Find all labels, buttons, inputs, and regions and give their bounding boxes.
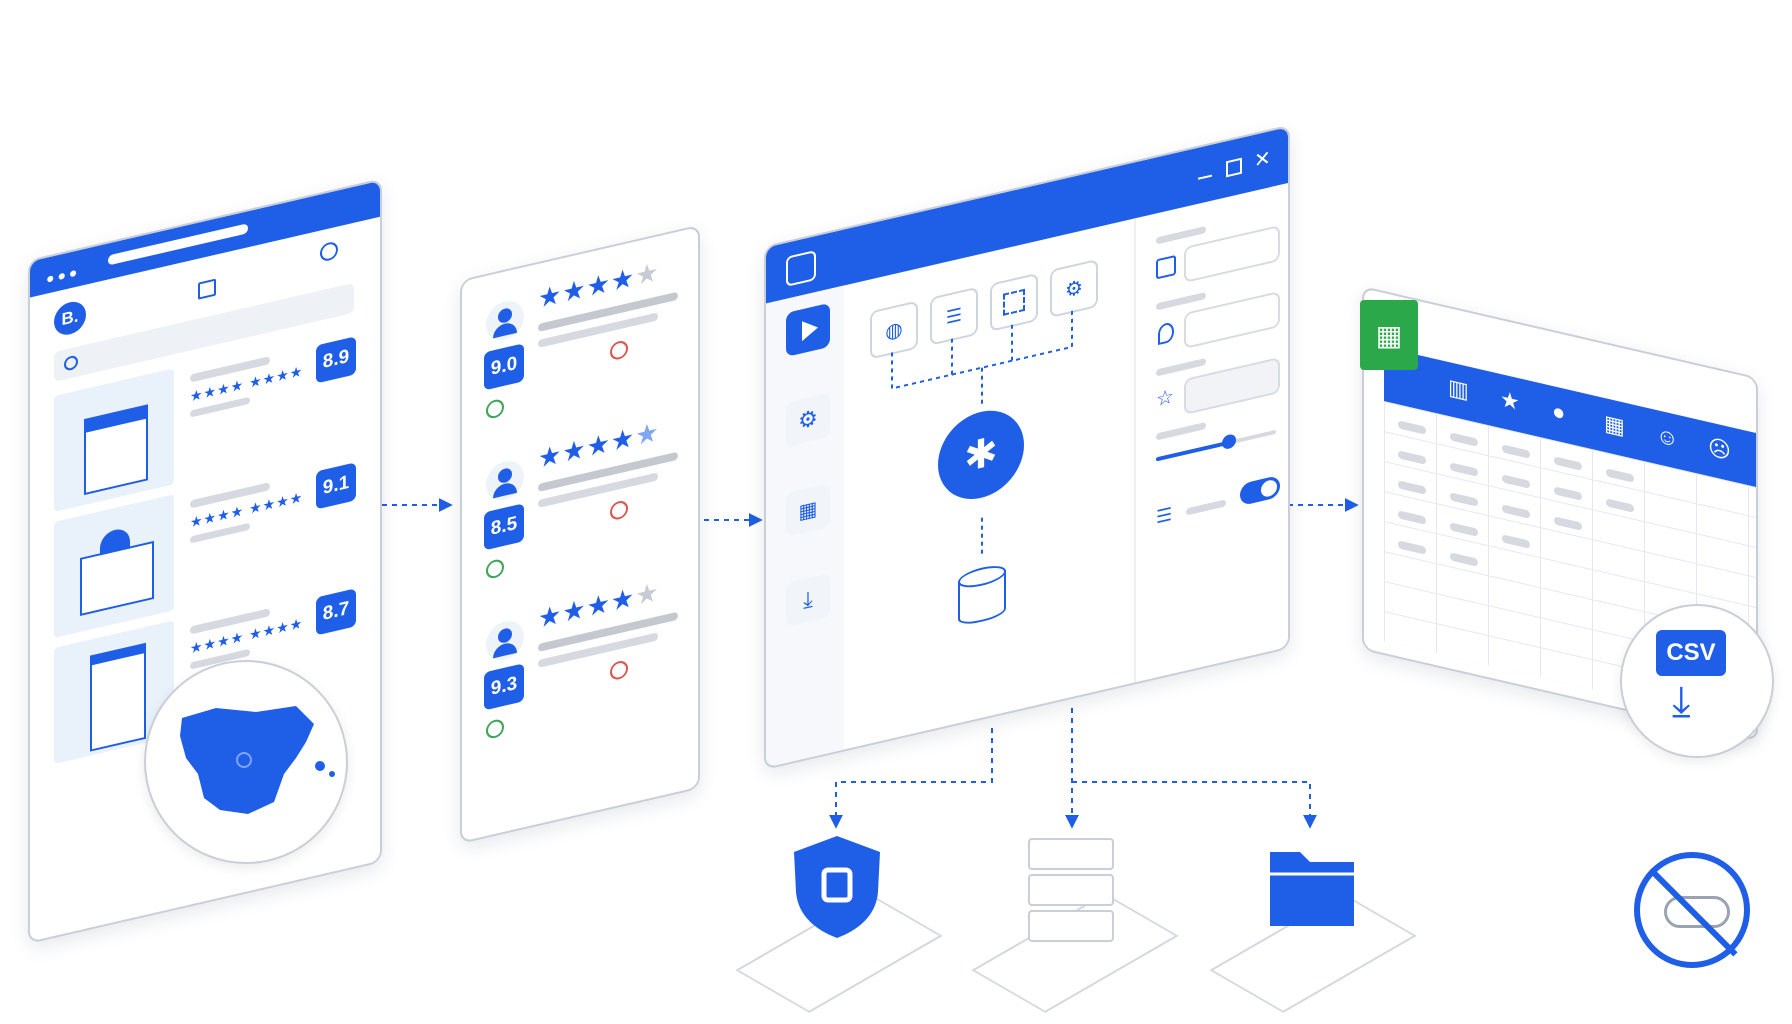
frown-icon [610,659,628,682]
tool-connectors [891,310,1073,558]
shield-icon [794,836,880,938]
reviewer-avatar [486,297,524,344]
smile-icon [486,397,504,420]
smile-icon [486,557,504,580]
download-icon: ⤓ [1672,677,1691,724]
server-destination [971,830,1179,1013]
arrow-to-shield [829,728,993,829]
hotel-score: 9.1 [316,462,356,510]
sheets-app-icon: ▦ [1360,300,1418,370]
arrow-to-folder [1072,781,1317,829]
building-icon: ▥ [1448,373,1469,404]
scraper-app-window: ✕ ⚙ ▦ ⤓ ◍ ☰ ⚙ ✱ ☆ ☰ [764,124,1290,770]
user-icon[interactable] [320,240,338,263]
review-score: 9.3 [484,663,524,711]
cloud-off-icon [1634,852,1750,968]
reviewer-avatar [486,617,524,664]
frown-icon [610,339,628,362]
search-icon [64,354,78,372]
database-icon [958,562,1006,633]
list-icon: ☰ [1156,503,1173,528]
hotel-image-1 [54,368,174,512]
calendar-icon[interactable] [198,278,216,300]
reviews-panel: ★★★★★ 9.0 ★★★★★ 8.5 ★★★★★ 9.3 [460,224,700,845]
smile-icon [486,717,504,740]
spain-map-lens [144,660,348,864]
hotel-image-2 [54,494,174,638]
review-score: 8.5 [484,503,524,551]
user-icon: ● [1552,397,1566,426]
settings-divider [1134,218,1136,689]
frown-icon [610,499,628,522]
reviewer-avatar [486,457,524,504]
review-score: 9.0 [484,343,524,391]
shield-destination [735,830,943,1013]
spain-map-icon [180,706,335,814]
server-icon [1028,838,1114,942]
csv-export-lens[interactable]: CSV ⤓ [1620,604,1774,758]
browser-logo[interactable]: B. [54,298,86,338]
csv-label: CSV [1656,630,1726,676]
star-icon: ☆ [1156,385,1174,412]
folder-destination [1209,830,1417,1013]
smile-icon: ☺ [1656,421,1679,453]
folder-icon [1270,852,1354,926]
hotel-score: 8.7 [316,588,356,636]
frown-icon: ☹ [1708,433,1731,465]
star-icon: ★ [1500,385,1520,416]
calendar-icon: ▦ [1604,409,1625,440]
hotel-score: 8.9 [316,336,356,384]
